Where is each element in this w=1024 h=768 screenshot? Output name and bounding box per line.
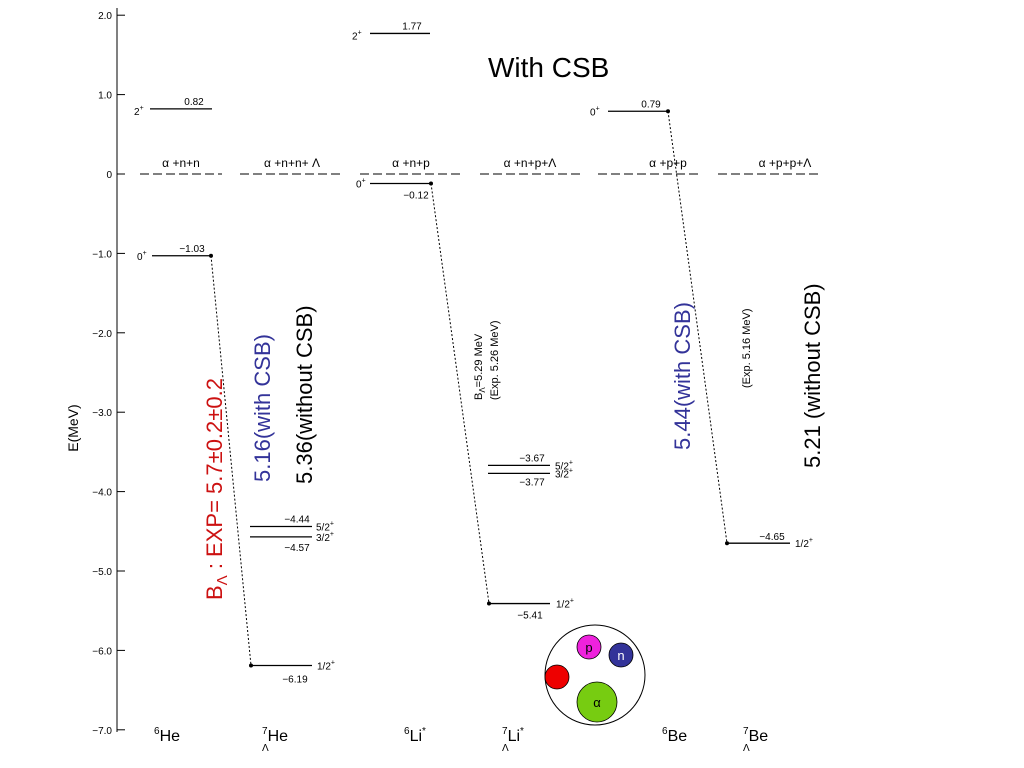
spin-labels: 2+ 0+ 5/2+ 3/2+ 1/2+ 2+ 0+ 5/2+ 3/2+ 1/2… <box>134 29 813 672</box>
spin-label-he6-excited: 2+ <box>134 105 144 118</box>
energy-labels: 0.82 −1.03 −4.44 −4.57 −6.19 1.77 −0.12 … <box>179 21 785 685</box>
threshold-label-be6: α +p+p <box>649 156 687 170</box>
y-axis-ticks: 2.0 1.0 0 −1.0 −2.0 −3.0 −4.0 −5.0 −6.0 −7.0 <box>92 11 125 737</box>
threshold-label-li7: α +n+p+Λ <box>504 156 557 170</box>
transition-endpoint <box>429 181 433 186</box>
transition-he6-he7 <box>210 255 252 666</box>
energy-label-li6-excited: 1.77 <box>402 21 422 32</box>
proton-label: p <box>585 640 592 655</box>
y-axis-tick-label: −3.0 <box>92 408 112 419</box>
y-axis-tick-label: 0 <box>106 170 112 181</box>
alpha-label: α <box>593 695 601 710</box>
transition-endpoint <box>725 541 729 546</box>
energy-label-he6-ground: −1.03 <box>179 244 205 255</box>
energy-label-he7-3-2: −4.57 <box>284 543 310 554</box>
li-experimental-binding: (Exp. 5.26 MeV) <box>489 321 501 400</box>
he-without-csb-value: 5.36(without CSB) <box>292 305 317 484</box>
transition-endpoint <box>666 109 670 114</box>
lambda-circle <box>544 664 570 690</box>
be-with-csb-value: 5.44(with CSB) <box>670 302 695 450</box>
spin-label-li6-ground: 0+ <box>356 178 366 191</box>
nucleus-li7: 7Li* <box>502 726 524 745</box>
spin-label-he6-ground: 0+ <box>137 250 147 263</box>
nucleus-he6: 6He <box>154 726 180 745</box>
nucleus-li6: 6Li* <box>404 726 426 745</box>
energy-label-he7-ground: −6.19 <box>282 674 308 685</box>
energy-label-he6-excited: 0.82 <box>184 97 204 108</box>
energy-label-be6-ground: 0.79 <box>641 99 661 110</box>
threshold-label-he6: α +n+n <box>162 156 200 170</box>
cluster-illustration: p n α <box>544 624 646 726</box>
spin-label-he7-5-2: 5/2+ <box>316 521 334 534</box>
spin-label-li7-ground: 1/2+ <box>556 598 574 611</box>
y-axis-tick-label: 1.0 <box>98 91 112 102</box>
y-axis-tick-label: −2.0 <box>92 329 112 340</box>
proton-circle <box>576 634 602 660</box>
threshold-label-he7: α +n+n+ Λ <box>264 156 320 170</box>
spin-label-he7-ground: 1/2+ <box>317 659 335 672</box>
neutron-label: n <box>617 648 624 663</box>
nucleus-be7-lambda: Λ <box>743 743 750 754</box>
he-with-csb-value: 5.16(with CSB) <box>250 334 275 482</box>
y-axis-tick-label: −6.0 <box>92 646 112 657</box>
nucleus-li7-lambda: Λ <box>502 743 509 754</box>
he-experimental-binding: BΛ : EXP= 5.7±0.2±0.2 <box>202 378 231 600</box>
energy-label-be7-ground: −4.65 <box>759 532 785 543</box>
threshold-label-li6: α +n+p <box>392 156 430 170</box>
y-axis-tick-label: −4.0 <box>92 488 112 499</box>
transition-endpoint <box>209 253 213 258</box>
spin-label-be7-ground: 1/2+ <box>795 537 813 550</box>
nucleus-he7-lambda: Λ <box>262 743 269 754</box>
li-calculated-binding: BΛ=5.29 MeV <box>473 333 487 400</box>
alpha-circle <box>576 681 618 723</box>
diagram-title: With CSB <box>488 52 609 83</box>
energy-label-li7-5-2: −3.67 <box>519 453 545 464</box>
spin-label-li7-3-2: 3/2+ <box>555 467 573 480</box>
nucleus-he7: 7He <box>262 726 288 745</box>
transition-be6-be7 <box>667 111 728 544</box>
be-experimental-binding: (Exp. 5.16 MeV) <box>741 309 753 388</box>
threshold-labels: α +n+n α +n+n+ Λ α +n+p α +n+p+Λ α +p+p … <box>162 156 811 170</box>
transition-li6-li7 <box>430 183 490 604</box>
y-axis-tick-label: 2.0 <box>98 11 112 22</box>
neutron-circle <box>608 642 634 668</box>
nucleus-be7: 7Be <box>743 726 768 745</box>
y-axis-tick-label: −1.0 <box>92 249 112 260</box>
y-axis-tick-label: −7.0 <box>92 726 112 737</box>
transition-endpoint <box>487 601 491 606</box>
y-axis-tick-label: −5.0 <box>92 567 112 578</box>
y-axis-label: E(MeV) <box>65 404 81 451</box>
energy-levels <box>150 32 790 667</box>
energy-label-he7-5-2: −4.44 <box>284 515 310 526</box>
energy-label-li7-ground: −5.41 <box>517 611 543 622</box>
be-without-csb-value: 5.21 (without CSB) <box>800 283 825 468</box>
nucleus-be6: 6Be <box>662 726 687 745</box>
transition-endpoint <box>249 663 253 668</box>
spin-label-he7-3-2: 3/2+ <box>316 531 334 544</box>
spin-label-be6-ground: 0+ <box>590 105 600 118</box>
energy-label-li7-3-2: −3.77 <box>519 477 545 488</box>
spin-label-li7-5-2: 5/2+ <box>555 459 573 472</box>
threshold-label-be7: α +p+p+Λ <box>759 156 812 170</box>
energy-label-li6-ground: −0.12 <box>403 191 429 202</box>
nucleus-labels: 6He 7He Λ 6Li* 7Li* Λ 6Be 7Be Λ <box>154 726 768 754</box>
binding-transitions <box>210 111 728 666</box>
spin-label-li6-excited: 2+ <box>352 29 362 42</box>
transition-endpoints <box>209 109 729 668</box>
